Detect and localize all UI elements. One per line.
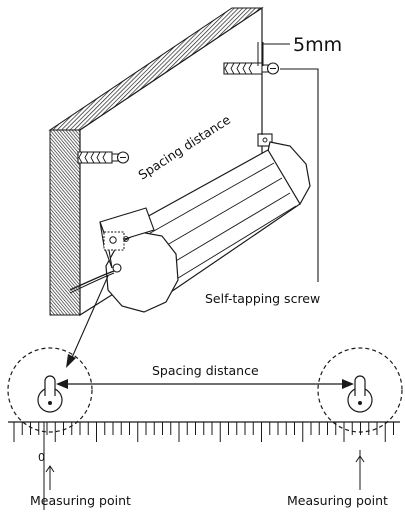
up-arrow-icon <box>355 455 365 463</box>
keyhole-right-icon <box>347 375 373 413</box>
measuring-label-right: Measuring point <box>287 493 388 508</box>
screw-lower <box>77 151 130 164</box>
measuring-label-left: Measuring point <box>30 493 131 508</box>
arrow-right-icon <box>342 379 354 389</box>
keyhole-left-icon <box>37 375 63 413</box>
pointer-arrowhead-icon <box>66 354 76 368</box>
gap-label: 5mm <box>293 34 342 56</box>
screw-label: Self-tapping screw <box>205 291 320 306</box>
motor-tube <box>69 133 311 313</box>
up-arrow-icon <box>45 465 55 473</box>
keyhole-mount-icon <box>109 236 117 244</box>
screw-callout: Self-tapping screw <box>205 68 320 306</box>
ruler-ticks <box>13 422 394 442</box>
zero-label: 0 <box>38 451 45 464</box>
detail-circle-left <box>7 347 93 433</box>
detail-pointer <box>66 275 109 368</box>
measuring-point-right: Measuring point <box>287 450 388 508</box>
screw-upper <box>223 62 280 75</box>
spacing-label-scale: Spacing distance <box>152 363 259 378</box>
measuring-point-left: Measuring point <box>30 422 131 510</box>
spacing-arrow: Spacing distance <box>56 363 354 389</box>
arrow-left-icon <box>56 379 68 389</box>
gap-indicator: 5mm <box>257 34 342 66</box>
